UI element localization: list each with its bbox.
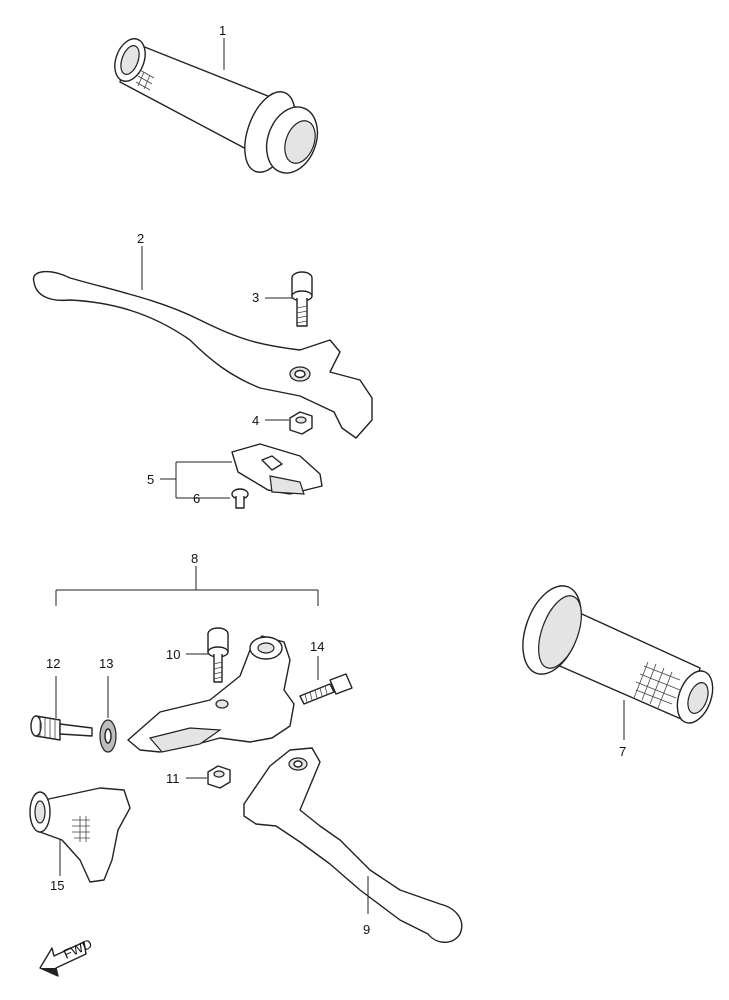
callout-12: 12 [46, 656, 60, 671]
part-15-cover [29, 787, 131, 883]
part-9-clutch-lever [243, 747, 463, 943]
callout-9: 9 [363, 922, 370, 937]
callout-14: 14 [310, 639, 324, 654]
callout-15: 15 [50, 878, 64, 893]
part-14-bolt [299, 656, 353, 705]
part-8-bracket-lead [55, 566, 319, 606]
part-5-switch [160, 443, 323, 499]
callout-2: 2 [137, 231, 144, 246]
callout-4: 4 [252, 413, 259, 428]
part-8-lever-bracket [127, 635, 295, 753]
part-13-lock-washer [99, 676, 117, 753]
part-7-left-grip [522, 585, 714, 740]
part-11-nut [186, 765, 231, 789]
part-2-brake-lever [32, 246, 373, 439]
callout-3: 3 [252, 290, 259, 305]
callout-11: 11 [166, 771, 180, 786]
part-1-throttle-grip [114, 38, 319, 174]
part-6-screw [206, 488, 249, 509]
part-3-pivot-bolt [265, 271, 313, 327]
callout-7: 7 [619, 744, 626, 759]
callout-5: 5 [147, 472, 154, 487]
callout-6: 6 [193, 491, 200, 506]
part-4-nut [265, 411, 313, 435]
part-10-bolt [186, 627, 229, 683]
callout-8: 8 [191, 551, 198, 566]
callout-1: 1 [219, 23, 226, 38]
callout-10: 10 [166, 647, 180, 662]
fwd-arrow-icon: FWD [39, 936, 94, 977]
part-12-adjuster [30, 676, 93, 741]
callout-13: 13 [99, 656, 113, 671]
